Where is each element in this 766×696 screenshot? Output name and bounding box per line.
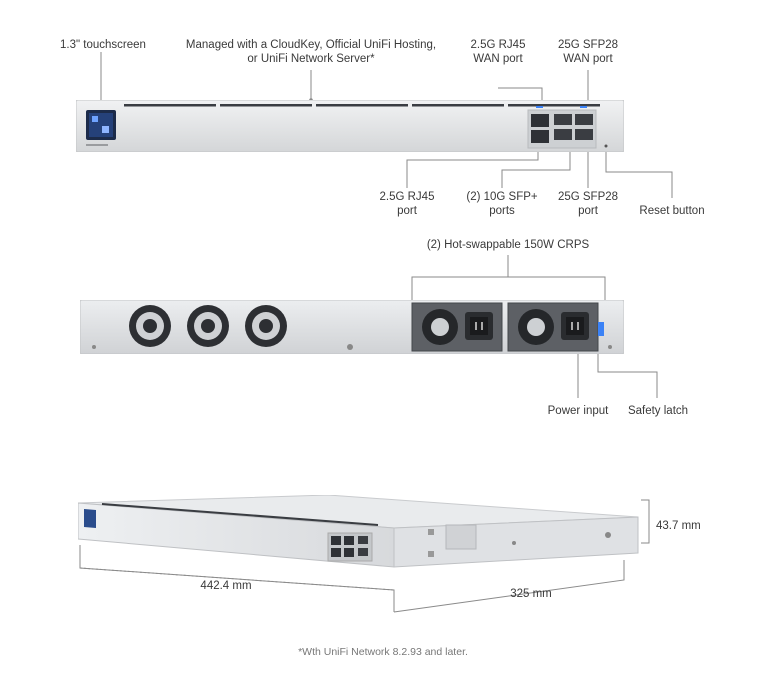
managed-label-line1: Managed with a CloudKey, Official UniFi … <box>185 39 437 51</box>
sfp28-port-label: 25G SFP28 port <box>548 190 628 218</box>
depth-dimension: 325 mm <box>510 588 552 600</box>
rear-panel <box>80 300 624 354</box>
wan-rj45-label-line1: 2.5G RJ45 <box>470 39 526 51</box>
psu-label: (2) Hot-swappable 150W CRPS <box>426 239 590 251</box>
sfp-plus-label-line1: (2) 10G SFP+ <box>466 191 538 203</box>
isometric-view <box>78 495 639 568</box>
wan-sfp28-label-line1: 25G SFP28 <box>557 39 619 51</box>
managed-label-line2: or UniFi Network Server* <box>247 53 375 65</box>
wan-rj45-label-line2: WAN port <box>473 53 523 65</box>
sfp-plus-label: (2) 10G SFP+ ports <box>458 190 546 218</box>
wan-sfp28-label: 25G SFP28 WAN port <box>548 38 628 66</box>
managed-label: Managed with a CloudKey, Official UniFi … <box>171 38 451 66</box>
power-input-label: Power input <box>547 405 609 417</box>
rj45-port-label-line2: port <box>397 205 417 217</box>
touchscreen-label: 1.3" touchscreen <box>60 39 146 51</box>
sfp-plus-label-line2: ports <box>489 205 515 217</box>
footnote: *Wth UniFi Network 8.2.93 and later. <box>298 646 468 658</box>
sfp28-port-label-line2: port <box>578 205 598 217</box>
sfp28-port-label-line1: 25G SFP28 <box>557 191 619 203</box>
wan-sfp28-label-line2: WAN port <box>563 53 613 65</box>
width-dimension: 442.4 mm <box>200 580 252 592</box>
safety-latch-label: Safety latch <box>627 405 689 417</box>
front-panel <box>76 100 624 152</box>
reset-button-label: Reset button <box>639 205 705 217</box>
rj45-port-label-line1: 2.5G RJ45 <box>379 191 435 203</box>
rj45-port-label: 2.5G RJ45 port <box>367 190 447 218</box>
wan-rj45-label: 2.5G RJ45 WAN port <box>458 38 538 66</box>
height-dimension: 43.7 mm <box>656 520 701 532</box>
